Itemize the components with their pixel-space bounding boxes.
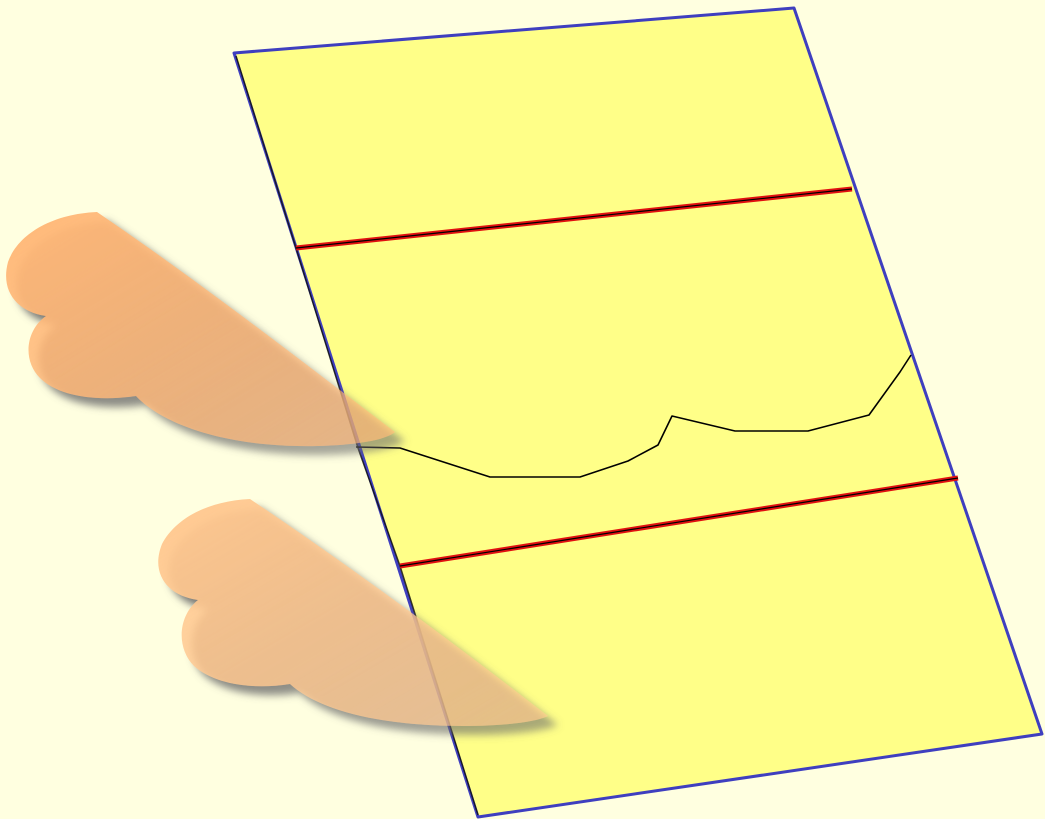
diagram-svg <box>0 0 1045 819</box>
diagram-canvas <box>0 0 1045 819</box>
